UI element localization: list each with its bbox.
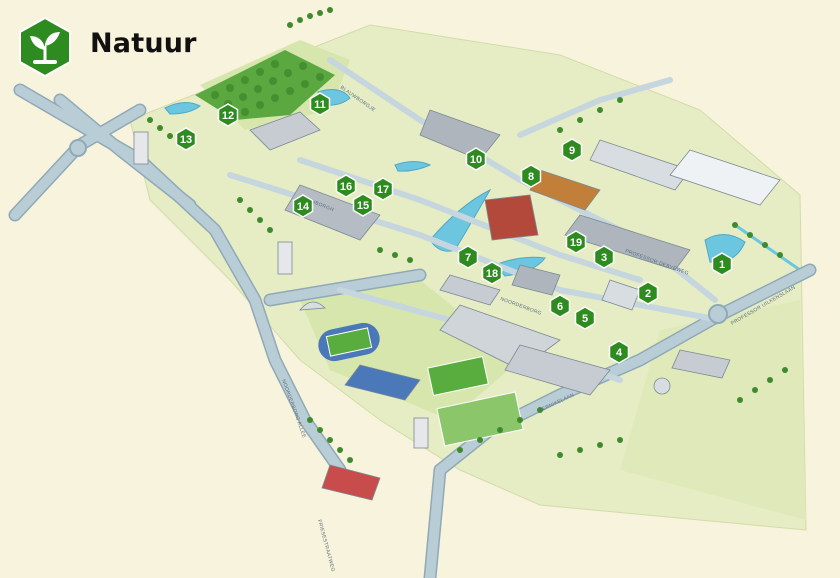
marker-label: 17 bbox=[377, 184, 389, 196]
nature-marker-9[interactable]: 9 bbox=[561, 138, 583, 162]
legend-title: Natuur bbox=[90, 28, 197, 59]
roundabout-west bbox=[69, 139, 87, 157]
roundabout-east bbox=[708, 304, 728, 324]
marker-hexagon[interactable] bbox=[217, 103, 239, 127]
water-features bbox=[164, 89, 801, 277]
sports-hall bbox=[344, 364, 421, 401]
ditch-east bbox=[734, 223, 801, 272]
nature-marker-3[interactable]: 3 bbox=[593, 245, 615, 269]
domed-building bbox=[299, 301, 326, 311]
nature-marker-2[interactable]: 2 bbox=[637, 281, 659, 305]
marker-label: 9 bbox=[569, 145, 575, 157]
building-east-low bbox=[671, 349, 731, 379]
nature-marker-8[interactable]: 8 bbox=[520, 164, 542, 188]
marker-hexagon[interactable] bbox=[372, 177, 394, 201]
tower-mid bbox=[277, 241, 293, 275]
plant-icon bbox=[19, 16, 71, 78]
marker-label: 11 bbox=[314, 99, 326, 111]
street-ne bbox=[517, 77, 673, 138]
buildings bbox=[133, 109, 781, 501]
nature-marker-11[interactable]: 11 bbox=[309, 92, 331, 116]
marker-label: 14 bbox=[297, 201, 310, 213]
marker-label: 3 bbox=[601, 252, 607, 264]
nature-marker-12[interactable]: 12 bbox=[217, 103, 239, 127]
campus-ground bbox=[129, 24, 807, 531]
marker-hexagon[interactable] bbox=[481, 261, 503, 285]
tower-south bbox=[413, 417, 429, 449]
building-complex-9 bbox=[589, 139, 691, 191]
marker-label: 13 bbox=[180, 134, 192, 146]
marker-hexagon[interactable] bbox=[520, 164, 542, 188]
marker-hexagon[interactable] bbox=[352, 193, 374, 217]
tower-west bbox=[133, 131, 149, 165]
park-zone-east bbox=[620, 300, 806, 520]
football-field-2 bbox=[427, 355, 489, 397]
forest-patch bbox=[195, 50, 335, 120]
marker-label: 12 bbox=[222, 110, 234, 122]
pond-northwest bbox=[164, 102, 201, 115]
marker-label: 1 bbox=[719, 259, 725, 271]
marker-hexagon[interactable] bbox=[608, 340, 630, 364]
nature-marker-10[interactable]: 10 bbox=[465, 147, 487, 171]
football-field-1 bbox=[325, 327, 373, 357]
nature-marker-7[interactable]: 7 bbox=[457, 245, 479, 269]
marker-hexagon[interactable] bbox=[457, 245, 479, 269]
storage-tank bbox=[653, 377, 671, 395]
nature-marker-5[interactable]: 5 bbox=[574, 306, 596, 330]
nature-marker-14[interactable]: 14 bbox=[292, 194, 314, 218]
marker-hexagon[interactable] bbox=[465, 147, 487, 171]
building-complex-3 bbox=[564, 214, 691, 271]
marker-hexagon[interactable] bbox=[309, 92, 331, 116]
marker-label: 18 bbox=[486, 268, 498, 280]
road-mid-link bbox=[265, 270, 425, 305]
building-complex-4 bbox=[504, 344, 611, 396]
marker-hexagon[interactable] bbox=[175, 127, 197, 151]
marker-label: 16 bbox=[340, 181, 352, 193]
greenhouses bbox=[669, 149, 781, 206]
hospital-complex bbox=[321, 464, 381, 501]
marker-hexagon[interactable] bbox=[561, 138, 583, 162]
marker-hexagon[interactable] bbox=[637, 281, 659, 305]
marker-label: 8 bbox=[528, 171, 534, 183]
marker-label: 6 bbox=[557, 301, 563, 313]
tree-lines bbox=[147, 7, 788, 463]
marker-label: 7 bbox=[465, 252, 471, 264]
road-west-diagonal bbox=[55, 95, 195, 210]
marker-label: 15 bbox=[357, 200, 369, 212]
building-complex-18 bbox=[439, 274, 501, 306]
nature-marker-17[interactable]: 17 bbox=[372, 177, 394, 201]
marker-hexagon[interactable] bbox=[335, 174, 357, 198]
marker-label: 10 bbox=[470, 154, 482, 166]
marker-label: 5 bbox=[582, 313, 588, 325]
nature-marker-6[interactable]: 6 bbox=[549, 294, 571, 318]
nature-marker-15[interactable]: 15 bbox=[352, 193, 374, 217]
building-complex-2 bbox=[601, 279, 641, 311]
building-complex-12 bbox=[249, 111, 321, 151]
marker-hexagon[interactable] bbox=[565, 230, 587, 254]
marker-label: 4 bbox=[616, 347, 623, 359]
marker-hexagon[interactable] bbox=[574, 306, 596, 330]
building-red-center bbox=[484, 194, 539, 241]
nature-marker-19[interactable]: 19 bbox=[565, 230, 587, 254]
marker-hexagon[interactable] bbox=[711, 252, 733, 276]
marker-label: 2 bbox=[645, 288, 651, 300]
building-complex-6 bbox=[511, 264, 561, 296]
nature-marker-1[interactable]: 1 bbox=[711, 252, 733, 276]
nature-marker-13[interactable]: 13 bbox=[175, 127, 197, 151]
marker-label: 19 bbox=[570, 237, 582, 249]
nature-marker-4[interactable]: 4 bbox=[608, 340, 630, 364]
marker-hexagon[interactable] bbox=[292, 194, 314, 218]
marker-hexagon[interactable] bbox=[593, 245, 615, 269]
marker-hexagon[interactable] bbox=[549, 294, 571, 318]
road-south-exit bbox=[425, 465, 445, 578]
pond-small bbox=[394, 161, 432, 172]
nature-marker-16[interactable]: 16 bbox=[335, 174, 357, 198]
nature-marker-18[interactable]: 18 bbox=[481, 261, 503, 285]
